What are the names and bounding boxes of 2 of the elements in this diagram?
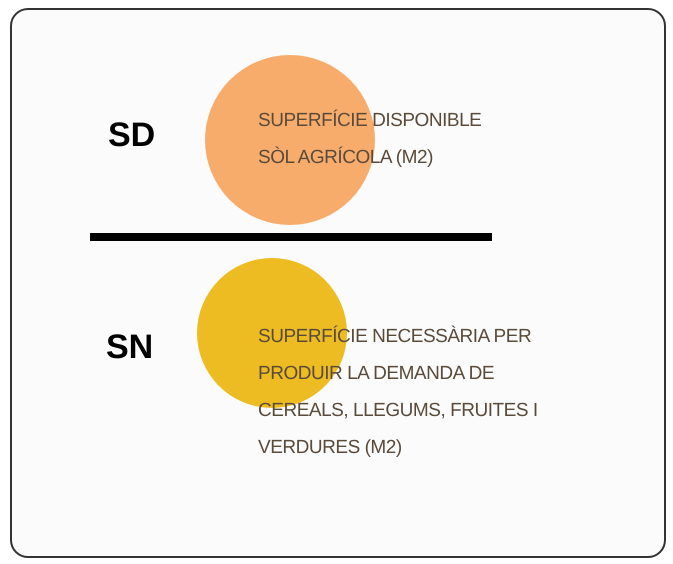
symbol-label: SN [106, 330, 154, 364]
symbol-label: SD [108, 118, 156, 152]
